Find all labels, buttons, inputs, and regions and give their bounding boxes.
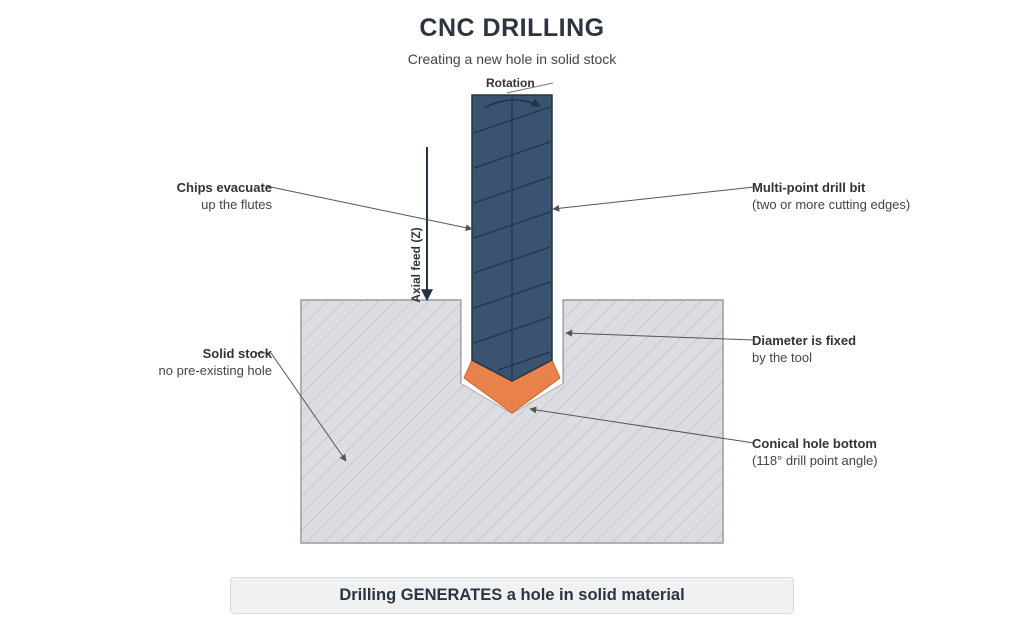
chips-label-normal: up the flutes: [201, 197, 272, 212]
rotation-label: Rotation: [486, 76, 535, 90]
diagram-title: CNC DRILLING: [419, 14, 605, 42]
rotation-arrow: [483, 98, 541, 109]
drill-flutes: [473, 97, 551, 379]
chips-label-bold: Chips evacuate: [176, 180, 272, 195]
diagram-subtitle: Creating a new hole in solid stock: [407, 51, 617, 67]
conical-label: Conical hole bottom (118° drill point an…: [752, 435, 982, 469]
conical-label-bold: Conical hole bottom: [752, 436, 877, 451]
solid-stock-label-bold: Solid stock: [202, 346, 272, 361]
chips-label: Chips evacuate up the flutes: [112, 179, 272, 213]
leader-lines: [255, 185, 755, 462]
solid-stock-label: Solid stock no pre-existing hole: [112, 345, 272, 379]
conical-label-normal: (118° drill point angle): [752, 453, 878, 468]
diameter-label-bold: Diameter is fixed: [752, 333, 857, 348]
drill-bit-label-normal: (two or more cutting edges): [752, 197, 911, 212]
drill-bit-label-bold: Multi-point drill bit: [752, 180, 866, 195]
summary-banner: Drilling GENERATES a hole in solid mater…: [230, 577, 794, 614]
axial-feed-label: Axial feed (Z): [409, 227, 423, 303]
drill-bit-label: Multi-point drill bit (two or more cutti…: [752, 179, 982, 213]
solid-stock-label-normal: no pre-existing hole: [158, 363, 272, 378]
diameter-label: Diameter is fixed by the tool: [752, 332, 982, 366]
diameter-label-normal: by the tool: [752, 350, 812, 365]
